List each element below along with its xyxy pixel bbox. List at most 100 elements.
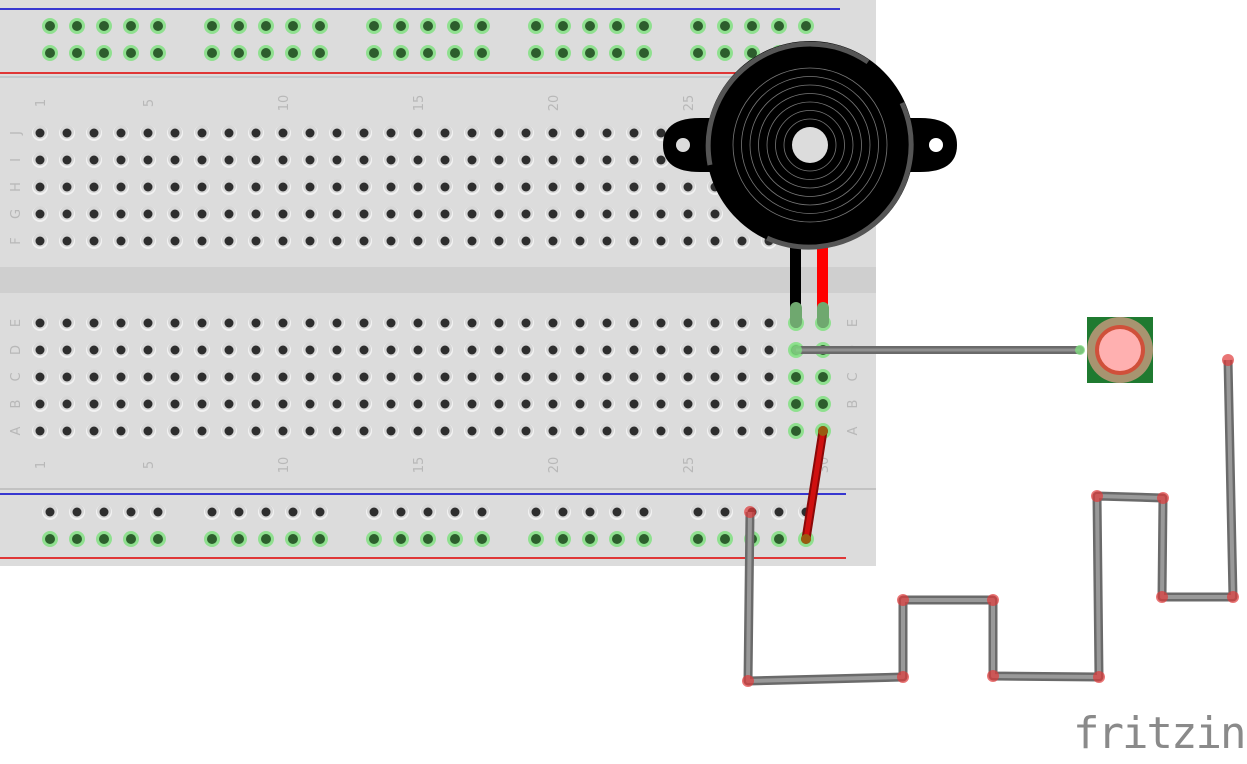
breadboard-hole[interactable] bbox=[366, 504, 382, 520]
breadboard-hole[interactable] bbox=[383, 423, 399, 439]
breadboard-hole-connected[interactable] bbox=[42, 18, 58, 34]
breadboard-hole[interactable] bbox=[518, 125, 534, 141]
breadboard-hole[interactable] bbox=[761, 315, 777, 331]
breadboard-hole-connected[interactable] bbox=[312, 45, 328, 61]
breadboard-hole[interactable] bbox=[545, 206, 561, 222]
breadboard-hole[interactable] bbox=[275, 396, 291, 412]
breadboard-hole[interactable] bbox=[707, 206, 723, 222]
breadboard-hole[interactable] bbox=[383, 233, 399, 249]
breadboard-hole-connected[interactable] bbox=[69, 45, 85, 61]
breadboard-hole[interactable] bbox=[464, 152, 480, 168]
breadboard-hole[interactable] bbox=[761, 369, 777, 385]
breadboard-hole-connected[interactable] bbox=[204, 45, 220, 61]
breadboard-hole[interactable] bbox=[113, 342, 129, 358]
breadboard-hole[interactable] bbox=[518, 369, 534, 385]
breadboard-hole[interactable] bbox=[86, 396, 102, 412]
breadboard-hole[interactable] bbox=[32, 233, 48, 249]
breadboard-hole-connected[interactable] bbox=[636, 45, 652, 61]
breadboard-hole[interactable] bbox=[221, 179, 237, 195]
wire-bendpoint[interactable] bbox=[897, 671, 909, 683]
breadboard-hole-connected[interactable] bbox=[231, 45, 247, 61]
breadboard-hole[interactable] bbox=[59, 369, 75, 385]
breadboard-hole[interactable] bbox=[194, 179, 210, 195]
breadboard-hole[interactable] bbox=[194, 396, 210, 412]
breadboard-hole[interactable] bbox=[545, 396, 561, 412]
breadboard-hole-connected[interactable] bbox=[555, 45, 571, 61]
breadboard-hole[interactable] bbox=[167, 125, 183, 141]
breadboard-hole-connected[interactable] bbox=[42, 531, 58, 547]
breadboard-hole[interactable] bbox=[707, 342, 723, 358]
breadboard-hole[interactable] bbox=[383, 179, 399, 195]
breadboard-hole[interactable] bbox=[491, 206, 507, 222]
breadboard-hole[interactable] bbox=[437, 315, 453, 331]
breadboard-hole[interactable] bbox=[221, 315, 237, 331]
breadboard-hole[interactable] bbox=[420, 504, 436, 520]
breadboard-hole[interactable] bbox=[329, 233, 345, 249]
breadboard-hole-connected[interactable] bbox=[258, 45, 274, 61]
breadboard-hole[interactable] bbox=[680, 369, 696, 385]
breadboard-hole[interactable] bbox=[59, 206, 75, 222]
breadboard-hole-connected[interactable] bbox=[231, 18, 247, 34]
breadboard-hole[interactable] bbox=[680, 206, 696, 222]
breadboard-hole[interactable] bbox=[410, 152, 426, 168]
breadboard-hole[interactable] bbox=[734, 396, 750, 412]
wire-bendpoint[interactable] bbox=[987, 594, 999, 606]
breadboard-hole[interactable] bbox=[275, 125, 291, 141]
wire-bendpoint[interactable] bbox=[1091, 490, 1103, 502]
wire-bendpoint[interactable] bbox=[1156, 591, 1168, 603]
breadboard-hole-connected[interactable] bbox=[474, 45, 490, 61]
breadboard-hole[interactable] bbox=[437, 342, 453, 358]
wire-bendpoint[interactable] bbox=[744, 506, 756, 518]
breadboard-hole-connected[interactable] bbox=[690, 531, 706, 547]
breadboard-hole[interactable] bbox=[167, 342, 183, 358]
wire-bendpoint[interactable] bbox=[1227, 591, 1239, 603]
breadboard-hole[interactable] bbox=[248, 233, 264, 249]
breadboard-hole[interactable] bbox=[194, 233, 210, 249]
breadboard-hole[interactable] bbox=[86, 125, 102, 141]
breadboard-hole-connected[interactable] bbox=[609, 531, 625, 547]
breadboard-hole[interactable] bbox=[545, 423, 561, 439]
breadboard-hole[interactable] bbox=[86, 233, 102, 249]
breadboard-hole-connected[interactable] bbox=[815, 396, 831, 412]
breadboard-hole[interactable] bbox=[626, 369, 642, 385]
breadboard-hole-connected[interactable] bbox=[447, 531, 463, 547]
breadboard-hole[interactable] bbox=[302, 179, 318, 195]
breadboard-hole[interactable] bbox=[275, 342, 291, 358]
breadboard-hole[interactable] bbox=[626, 423, 642, 439]
breadboard-hole[interactable] bbox=[329, 315, 345, 331]
wire-endpoint[interactable] bbox=[790, 344, 802, 356]
breadboard-hole-connected[interactable] bbox=[690, 45, 706, 61]
breadboard-hole[interactable] bbox=[59, 233, 75, 249]
breadboard-hole[interactable] bbox=[140, 233, 156, 249]
breadboard-hole[interactable] bbox=[59, 423, 75, 439]
breadboard-hole[interactable] bbox=[572, 342, 588, 358]
breadboard-hole[interactable] bbox=[572, 152, 588, 168]
breadboard-hole[interactable] bbox=[707, 315, 723, 331]
breadboard-hole-connected[interactable] bbox=[447, 45, 463, 61]
breadboard-hole-connected[interactable] bbox=[258, 531, 274, 547]
breadboard-hole[interactable] bbox=[518, 315, 534, 331]
breadboard-hole[interactable] bbox=[167, 423, 183, 439]
breadboard-hole-connected[interactable] bbox=[555, 531, 571, 547]
breadboard-hole-connected[interactable] bbox=[717, 18, 733, 34]
breadboard-hole[interactable] bbox=[410, 233, 426, 249]
breadboard-hole[interactable] bbox=[626, 396, 642, 412]
breadboard-hole[interactable] bbox=[113, 125, 129, 141]
breadboard-hole[interactable] bbox=[248, 179, 264, 195]
breadboard-hole[interactable] bbox=[285, 504, 301, 520]
breadboard-hole[interactable] bbox=[609, 504, 625, 520]
breadboard-hole[interactable] bbox=[113, 179, 129, 195]
breadboard-hole[interactable] bbox=[302, 233, 318, 249]
breadboard-hole[interactable] bbox=[599, 423, 615, 439]
breadboard-hole[interactable] bbox=[464, 396, 480, 412]
breadboard-hole[interactable] bbox=[464, 125, 480, 141]
breadboard-hole[interactable] bbox=[113, 233, 129, 249]
breadboard-hole[interactable] bbox=[32, 315, 48, 331]
breadboard-hole[interactable] bbox=[437, 152, 453, 168]
breadboard-hole[interactable] bbox=[626, 342, 642, 358]
breadboard-hole[interactable] bbox=[491, 152, 507, 168]
breadboard-hole[interactable] bbox=[275, 423, 291, 439]
breadboard-hole-connected[interactable] bbox=[366, 45, 382, 61]
breadboard-hole[interactable] bbox=[518, 342, 534, 358]
breadboard-hole[interactable] bbox=[356, 369, 372, 385]
